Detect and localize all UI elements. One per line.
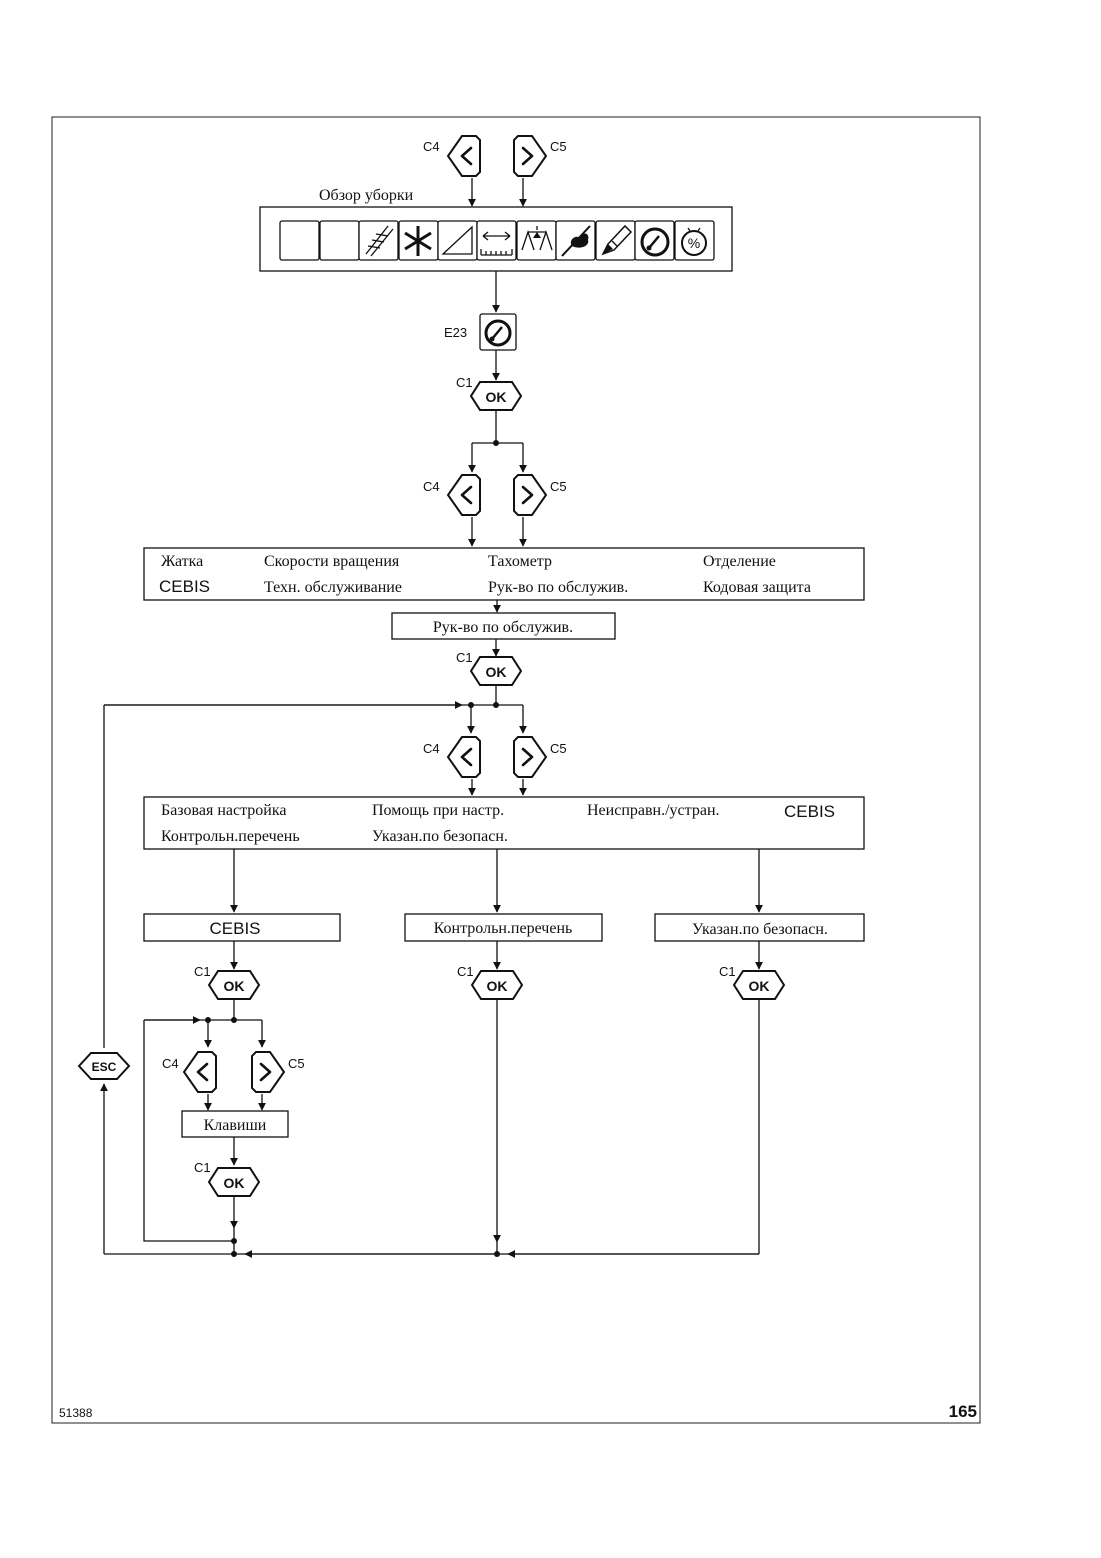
svg-text:OK: OK	[486, 664, 507, 680]
menu-item-checklist[interactable]: Контрольн.перечень	[161, 828, 300, 845]
key-label-e23: E23	[444, 325, 467, 340]
menu-item-code-protection[interactable]: Кодовая защита	[703, 579, 811, 596]
selected-menu-box	[391, 612, 616, 640]
key-label-c1: C1	[194, 1160, 211, 1175]
loop-line	[143, 1020, 234, 1242]
menu-item-setup-help[interactable]: Помощь при настр.	[372, 802, 504, 819]
ok-button[interactable]: OK	[208, 1167, 260, 1197]
safety-branch-box	[654, 913, 865, 942]
ok-button[interactable]: OK	[470, 381, 522, 411]
svg-text:OK: OK	[749, 978, 770, 994]
selected-menu-label: Рук-во по обслужив.	[433, 619, 573, 636]
junction-dot	[231, 1238, 237, 1244]
key-label-c5: C5	[550, 479, 567, 494]
slope-icon[interactable]	[437, 220, 478, 261]
key-label-c1: C1	[457, 964, 474, 979]
svg-text:OK: OK	[486, 389, 507, 405]
menu-item-cebis[interactable]: CEBIS	[159, 577, 210, 596]
svg-text:OK: OK	[487, 978, 508, 994]
harvest-overview-icons: %	[279, 220, 715, 261]
key-label-c5: C5	[288, 1056, 305, 1071]
key-label-c4: C4	[423, 479, 440, 494]
figure-number: 51388	[59, 1406, 93, 1420]
key-label-c4: C4	[423, 139, 440, 154]
ok-button[interactable]: OK	[470, 656, 522, 686]
key-label-c5: C5	[550, 139, 567, 154]
page-number: 165	[949, 1402, 977, 1421]
esc-button[interactable]: ESC	[77, 1052, 131, 1080]
svg-text:OK: OK	[224, 978, 245, 994]
blank-icon[interactable]	[279, 220, 320, 261]
junction-dot	[494, 1251, 500, 1257]
menu-item-separation[interactable]: Отделение	[703, 553, 776, 570]
junction-dot	[205, 1017, 211, 1023]
blank-icon[interactable]	[319, 220, 360, 261]
right-arrow-key[interactable]	[512, 735, 548, 779]
keys-box	[181, 1110, 289, 1138]
key-label-c1: C1	[194, 964, 211, 979]
junction-dot	[493, 440, 499, 446]
harvest-overview-title: Обзор уборки	[319, 187, 414, 204]
menu-item-basic-setting[interactable]: Базовая настройка	[161, 802, 286, 819]
safety-branch-label: Указан.по безопасн.	[692, 921, 828, 938]
right-arrow-key[interactable]	[512, 473, 548, 517]
grain-icon[interactable]	[555, 220, 596, 261]
key-label-c1: C1	[719, 964, 736, 979]
rotor-speed-icon[interactable]	[398, 220, 439, 261]
left-arrow-key[interactable]	[446, 473, 482, 517]
main-menu-panel	[143, 547, 865, 601]
tachometer-icon[interactable]	[634, 220, 675, 261]
menu-item-rotation-speeds[interactable]: Скорости вращения	[264, 553, 400, 570]
left-arrow-key[interactable]	[446, 134, 482, 178]
left-arrow-key[interactable]	[446, 735, 482, 779]
percent-glyph: %	[688, 235, 700, 251]
scale-icon[interactable]	[516, 220, 557, 261]
keys-box-label: Клавиши	[204, 1117, 267, 1134]
menu-item-header[interactable]: Жатка	[161, 553, 203, 570]
menu-item-faults-remedy[interactable]: Неисправн./устран.	[587, 802, 720, 819]
cebis-branch-box	[143, 913, 341, 942]
junction-dot	[468, 702, 474, 708]
right-arrow-key[interactable]	[512, 134, 548, 178]
menu-item-safety-notes[interactable]: Указан.по безопасн.	[372, 828, 508, 845]
key-label-c5: C5	[550, 741, 567, 756]
key-label-c1: C1	[456, 650, 473, 665]
junction-dot	[231, 1017, 237, 1023]
manual-menu-panel	[143, 796, 865, 850]
junction-dot	[493, 702, 499, 708]
cutting-width-icon[interactable]	[476, 220, 517, 261]
menu-item-service-manual[interactable]: Рук-во по обслужив.	[488, 579, 628, 596]
menu-item-maintenance[interactable]: Техн. обслуживание	[264, 579, 402, 596]
right-arrow-key[interactable]	[250, 1050, 286, 1094]
left-arrow-key[interactable]	[182, 1050, 218, 1094]
key-label-c4: C4	[423, 741, 440, 756]
page-frame	[51, 116, 981, 1424]
menu-item-tachometer[interactable]: Тахометр	[488, 553, 552, 570]
cutterbar-icon[interactable]	[358, 220, 399, 261]
key-label-c1: C1	[456, 375, 473, 390]
checklist-branch-label: Контрольн.перечень	[434, 920, 573, 937]
menu-item-cebis[interactable]: CEBIS	[784, 802, 835, 821]
ok-button[interactable]: OK	[208, 970, 260, 1000]
junction-dot	[231, 1251, 237, 1257]
svg-text:OK: OK	[224, 1175, 245, 1191]
e23-tachometer-button[interactable]	[479, 313, 517, 351]
ok-button[interactable]: OK	[733, 970, 785, 1000]
key-label-c4: C4	[162, 1056, 179, 1071]
svg-text:ESC: ESC	[92, 1060, 117, 1074]
checklist-branch-box	[404, 913, 603, 942]
ok-button[interactable]: OK	[471, 970, 523, 1000]
cebis-branch-label: CEBIS	[209, 919, 260, 938]
percent-icon[interactable]: %	[674, 220, 715, 261]
pencil-icon[interactable]	[595, 220, 636, 261]
